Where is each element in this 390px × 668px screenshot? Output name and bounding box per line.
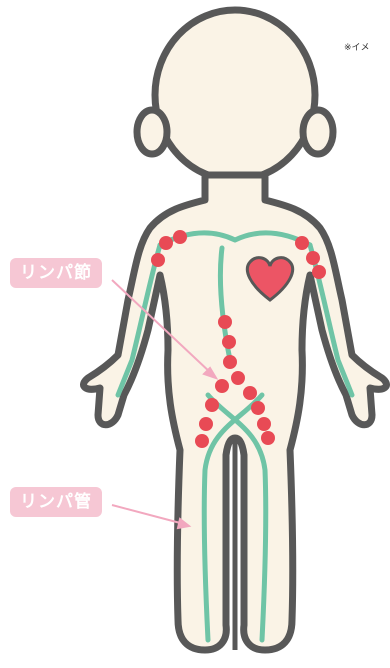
lymph-node	[257, 417, 271, 431]
lymph-node	[231, 371, 245, 385]
lymph-node	[195, 434, 209, 448]
lymph-node	[251, 401, 265, 415]
label-lymph-vessel: リンパ管	[10, 487, 102, 517]
ear-left	[137, 110, 167, 154]
lymph-node	[222, 335, 236, 349]
lymph-node	[218, 315, 232, 329]
lymph-node	[199, 417, 213, 431]
lymph-node	[295, 236, 309, 250]
lymph-node	[223, 355, 237, 369]
lymph-node	[173, 230, 187, 244]
body-silhouette	[84, 10, 387, 650]
lymph-node	[261, 431, 275, 445]
label-lymph-node: リンパ節	[10, 258, 102, 288]
lymph-node	[205, 398, 219, 412]
lymph-node	[312, 265, 326, 279]
head	[155, 10, 315, 180]
lymph-node	[306, 251, 320, 265]
note-text: ※イメ	[344, 40, 370, 53]
ear-right	[303, 110, 333, 154]
lymph-node	[243, 386, 257, 400]
arrow-vessel-line	[112, 505, 184, 524]
lymph-node	[159, 236, 173, 250]
lymph-node	[215, 379, 229, 393]
lymph-node	[151, 253, 165, 267]
